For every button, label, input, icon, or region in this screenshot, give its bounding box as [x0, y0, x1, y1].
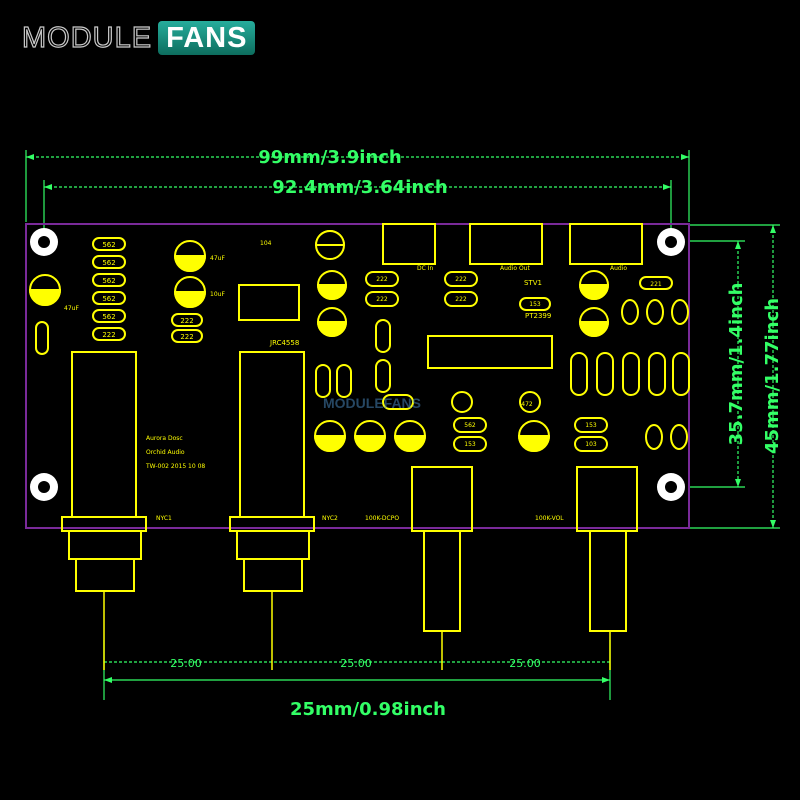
r-label-222-d: 222: [455, 296, 467, 303]
connector-label-audio-out: Audio Out: [500, 265, 530, 272]
connector-label-dc: DC In: [417, 265, 433, 272]
ic-label-jrc4558: JRC4558: [269, 339, 299, 347]
r-label-153-top: 153: [529, 301, 541, 308]
dimension-arrows: [26, 154, 776, 683]
board-outline: [25, 223, 690, 529]
dim-hole-width: 92.4mm/3.64inch: [272, 177, 447, 198]
r-label-153-right-a: 153: [585, 422, 597, 429]
r-label-222-c: 222: [455, 276, 467, 283]
connector-label-audio-in: Audio: [610, 265, 627, 272]
dim-pitch-1: 25.00: [170, 657, 202, 670]
ic-label-stv1: STV1: [524, 279, 542, 287]
watermark: MODULEFANS: [323, 395, 421, 411]
mounting-holes: [30, 228, 685, 501]
r-label-6: 222: [102, 331, 115, 339]
credit-line-2: Orchid Audio: [146, 449, 185, 456]
cap-label-47uf-2: 47uF: [210, 255, 225, 262]
pot-label-1: NYC1: [156, 515, 172, 522]
r-label-3: 562: [102, 277, 115, 285]
r-label-222-b: 222: [376, 296, 388, 303]
cap-label-47uf: 47uF: [64, 305, 79, 312]
dim-hole-height: 35.7mm/1.4inch: [726, 283, 747, 446]
logo-text-module: MODULE: [21, 21, 153, 54]
r-label-2: 562: [102, 259, 115, 267]
logo-text-fans: FANS: [158, 21, 256, 55]
r-label-153-center: 153: [464, 441, 476, 448]
dim-total-width: 99mm/3.9inch: [258, 147, 402, 168]
pot-label-4: 100K-VOL: [535, 515, 564, 522]
ic-label-pt2399: PT2399: [525, 312, 551, 320]
silkscreen-components: [28, 223, 690, 632]
pot-label-2: NYC2: [322, 515, 338, 522]
dim-total-height: 45mm/1.77inch: [762, 298, 783, 454]
dim-pitch-3: 25.00: [509, 657, 541, 670]
pot-label-3: 100K-DCPO: [365, 515, 399, 522]
r-label-104-top: 104: [260, 240, 272, 247]
r-label-5: 562: [102, 313, 115, 321]
credit-line-3: TW-002 2015 10 08: [145, 463, 205, 470]
r-label-1: 562: [102, 241, 115, 249]
r-label-8: 222: [180, 333, 193, 341]
silkscreen-text: 562 562 562 562 562 222 222 222 47uF 47u…: [64, 240, 662, 522]
r-label-221: 221: [650, 281, 662, 288]
r-label-562-center: 562: [464, 422, 476, 429]
r-label-7: 222: [180, 317, 193, 325]
dim-pot-pitch: 25mm/0.98inch: [290, 699, 446, 720]
r-label-472-center: 472: [521, 401, 533, 408]
r-label-222-a: 222: [376, 276, 388, 283]
r-label-103-right: 103: [585, 441, 597, 448]
cap-label-10uf: 10uF: [210, 291, 225, 298]
credit-line-1: Aurora Dosc: [146, 435, 183, 442]
dim-pitch-2: 25.00: [340, 657, 372, 670]
pot-shafts: [103, 591, 611, 670]
r-label-4: 562: [102, 295, 115, 303]
logo: MODULE FANS: [21, 20, 256, 56]
